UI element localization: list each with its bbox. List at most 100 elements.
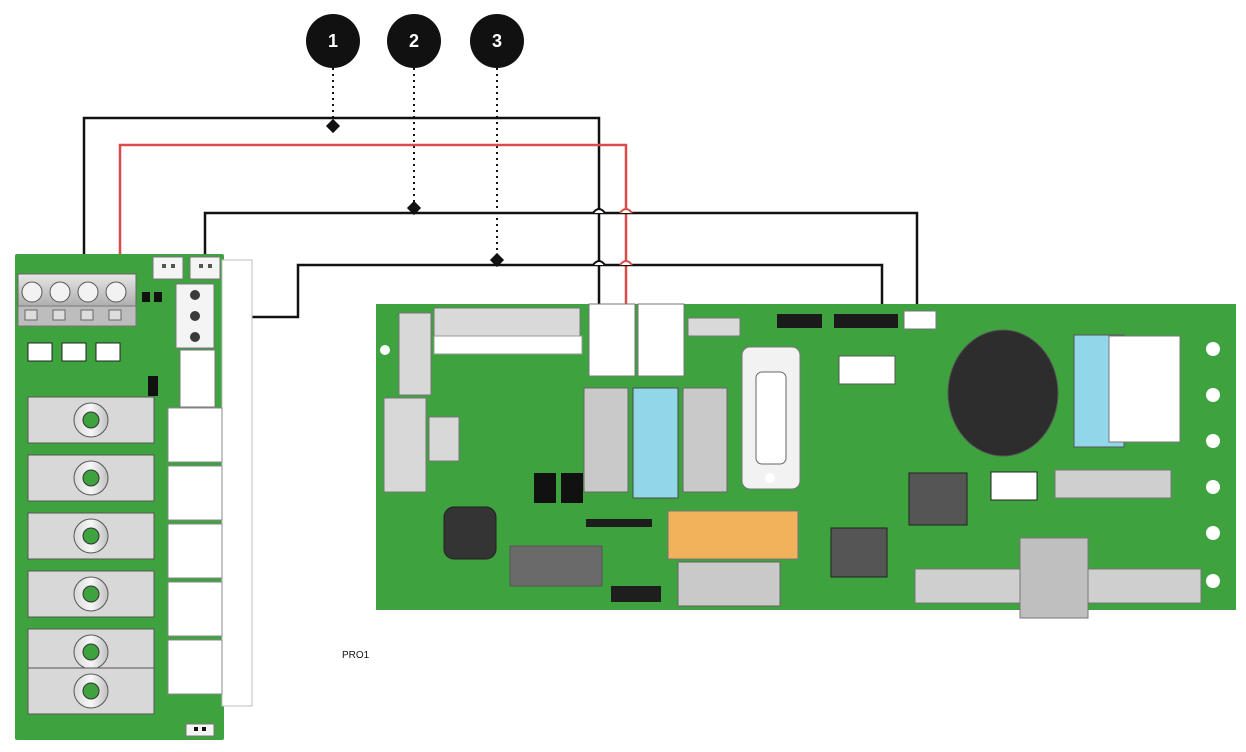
callout-3-marker [489, 252, 505, 268]
left-board-edge [221, 259, 253, 707]
left-side-pin-3 [190, 332, 200, 342]
main-right-terminal [1108, 335, 1181, 443]
terminal-tab-2 [52, 309, 66, 321]
left-white-module [179, 349, 216, 408]
callout-3-label: 3 [492, 31, 502, 51]
terminal-tab-3 [80, 309, 94, 321]
left-led-1 [142, 292, 150, 302]
wire-red-1 [118, 143, 628, 304]
left-top-pin-4 [208, 264, 212, 268]
left-terminal-base [17, 305, 137, 327]
main-power-module [830, 527, 888, 578]
main-terminal-right [637, 303, 685, 377]
left-module-3 [27, 512, 223, 579]
left-top-connector-2 [189, 256, 221, 280]
wire-hop-3 [592, 260, 606, 266]
left-terminal-block [17, 273, 137, 327]
left-module-1 [27, 396, 223, 463]
wire-black-3 [182, 263, 884, 319]
left-led-2 [154, 292, 162, 302]
main-board [376, 303, 1236, 619]
left-side-pin-1 [190, 290, 200, 300]
main-mount-hole-2 [1206, 388, 1220, 402]
callout-2-circle [387, 14, 441, 68]
left-module-2 [27, 454, 223, 521]
main-side-connector-3 [428, 416, 460, 462]
terminal-screw-2 [49, 281, 71, 303]
main-top-connector-strip [433, 307, 581, 337]
main-top-right-connector [903, 310, 937, 330]
main-black-header-2 [834, 314, 876, 328]
terminal-screw-4 [105, 281, 127, 303]
left-top-pin-3 [199, 264, 203, 268]
left-top-pin-2 [171, 264, 175, 268]
main-serial-inner [755, 371, 787, 465]
wire-black-2 [203, 211, 919, 315]
main-square-chip [443, 506, 497, 560]
main-mount-hole-7 [380, 345, 390, 355]
left-module-4 [27, 570, 223, 637]
main-blue-component [632, 387, 679, 499]
left-module-5-core [82, 643, 100, 661]
main-large-capacitor [947, 329, 1059, 457]
main-label-block [838, 355, 896, 385]
left-top-connector-1 [152, 256, 184, 280]
main-bottom-right-bracket [1019, 537, 1089, 619]
left-bottom-pin-2 [202, 727, 206, 731]
main-mount-hole-6 [1206, 574, 1220, 588]
callout-3-circle [470, 14, 524, 68]
left-module-3-connector [167, 523, 223, 579]
left-top-pin-1 [162, 264, 166, 268]
main-mount-hole-3 [1206, 434, 1220, 448]
main-mount-hole-5 [1206, 526, 1220, 540]
callout-1-label: 1 [328, 31, 338, 51]
main-orange-relay [667, 510, 799, 560]
main-bottom-connector [611, 586, 661, 602]
main-relay-right [682, 387, 728, 493]
main-mount-hole-4 [1206, 480, 1220, 494]
main-smd-row [586, 519, 652, 527]
left-bottom-connector [185, 723, 215, 737]
callout-2: 2 [387, 14, 441, 68]
main-black-header-1 [777, 314, 822, 328]
left-chip-4 [148, 376, 158, 396]
left-module-5-connector [167, 639, 223, 695]
main-black-header-3 [874, 314, 898, 328]
main-right-chip [990, 471, 1038, 501]
main-right-inductor [908, 472, 968, 526]
callout-1-circle [306, 14, 360, 68]
callout-3: 3 [470, 14, 524, 68]
main-relay-left [583, 387, 629, 493]
main-dip-switch [509, 545, 603, 587]
main-mount-hole-1 [1206, 342, 1220, 356]
board-label-pro1: PRO1 [342, 650, 370, 661]
left-module-2-connector [167, 465, 223, 521]
left-module-2-core [82, 469, 100, 487]
terminal-screw-3 [77, 281, 99, 303]
left-chip-2 [61, 342, 87, 362]
callout-1-marker [325, 118, 341, 134]
left-module-6 [27, 667, 155, 715]
main-mount-hole-8 [765, 473, 775, 483]
main-terminal-left [588, 303, 636, 377]
left-module-5 [27, 628, 223, 695]
wire-hop-2 [619, 208, 633, 214]
left-module-4-core [82, 585, 100, 603]
left-module-6-core [82, 682, 100, 700]
main-small-chip-2 [561, 473, 583, 503]
main-bottom-relay [677, 561, 781, 607]
left-bottom-pin-1 [194, 727, 198, 731]
main-small-header [687, 317, 741, 337]
wire-hop-1 [592, 208, 606, 214]
callout-2-label: 2 [409, 31, 419, 51]
main-right-long-component [1054, 469, 1172, 499]
left-module-1-connector [167, 407, 223, 463]
callout-2-marker [406, 200, 422, 216]
main-side-connector-2 [383, 397, 427, 493]
left-module-4-connector [167, 581, 223, 637]
left-chip-3 [95, 342, 121, 362]
wire-hop-4 [619, 260, 633, 266]
terminal-screw-1 [21, 281, 43, 303]
